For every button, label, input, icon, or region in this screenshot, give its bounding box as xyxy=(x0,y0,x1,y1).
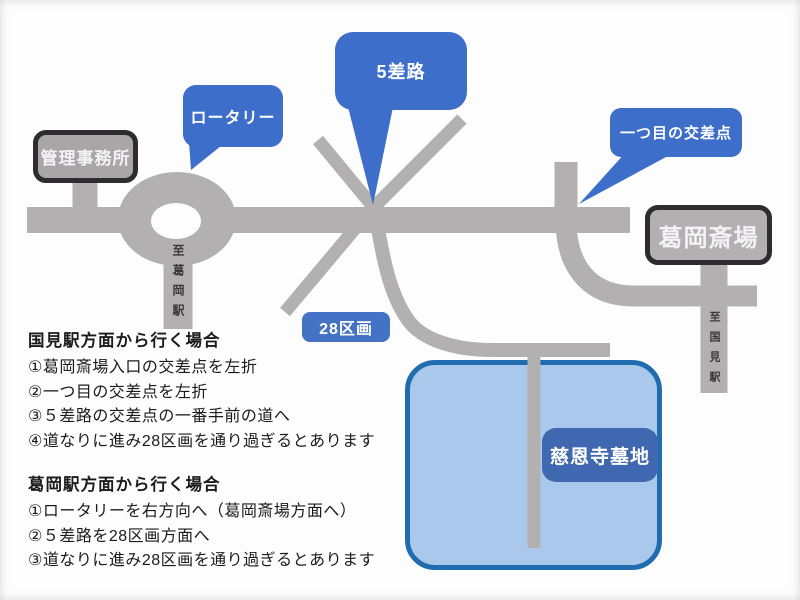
katsuraoka-saijo-sign: 葛岡斎場 xyxy=(645,205,772,265)
rotary-bubble: ロータリー xyxy=(183,85,283,147)
jionji-cemetery-plate-label: 慈恩寺墓地 xyxy=(549,446,650,468)
directions-from-kunimi: 国見駅方面から行く場合 ①葛岡斎場入口の交差点を左折 ②一つ目の交差点を左折 ③… xyxy=(28,327,375,454)
direction-step: ④道なりに進み28区画を通り過ぎるとあります xyxy=(28,432,376,450)
block28-plate: 28区画 xyxy=(302,312,390,342)
five-way-bubble-tail xyxy=(348,107,393,205)
direction-step: ③５差路の交差点の一番手前の道へ xyxy=(28,408,291,425)
road-leg-lower-left xyxy=(280,201,379,317)
block28-plate-label: 28区画 xyxy=(319,321,373,338)
five-way-bubble-label: 5差路 xyxy=(376,62,426,82)
to-katsuraoka-station-label: 至葛岡駅 xyxy=(171,244,185,324)
direction-step: ①葛岡斎場入口の交差点を左折 xyxy=(28,359,258,376)
admin-office-sign: 管理事務所 xyxy=(33,130,138,183)
road-leg-upper-left xyxy=(312,135,381,214)
rotary-bubble-tail xyxy=(189,142,226,170)
first-intersection-bubble-label: 一つ目の交差点 xyxy=(619,125,732,142)
five-way-bubble: 5差路 xyxy=(335,32,467,110)
katsuraoka-saijo-sign-label: 葛岡斎場 xyxy=(658,224,759,252)
rotary-bubble-label: ロータリー xyxy=(190,110,276,127)
road-saijo-curve xyxy=(555,219,757,307)
directions-from-katsuraoka: 葛岡駅方面から行く場合 ①ロータリーを右方向へ（葛岡斎場方面へ） ②５差路を28… xyxy=(28,471,375,574)
direction-step: ②５差路を28区画方面へ xyxy=(28,527,211,545)
to-kunimi-station-label: 至国見駅 xyxy=(708,311,720,391)
road-block28-curve xyxy=(367,205,610,357)
jionji-cemetery-plate: 慈恩寺墓地 xyxy=(542,428,658,482)
directions-from-kunimi-heading: 国見駅方面から行く場合 xyxy=(28,332,221,350)
direction-step: ②一つ目の交差点を左折 xyxy=(28,383,208,401)
admin-office-sign-label: 管理事務所 xyxy=(40,149,131,168)
directions-from-katsuraoka-heading: 葛岡駅方面から行く場合 xyxy=(28,476,221,494)
roundabout-center xyxy=(151,203,201,239)
direction-step: ①ロータリーを右方向へ（葛岡斎場方面へ） xyxy=(28,503,357,520)
first-intersection-bubble: 一つ目の交差点 xyxy=(610,108,742,157)
first-intersection-bubble-tail xyxy=(579,152,668,204)
road-leg-upper-right xyxy=(368,114,467,213)
direction-step: ③道なりに進み28区画を通り過ぎるとあります xyxy=(28,552,376,569)
